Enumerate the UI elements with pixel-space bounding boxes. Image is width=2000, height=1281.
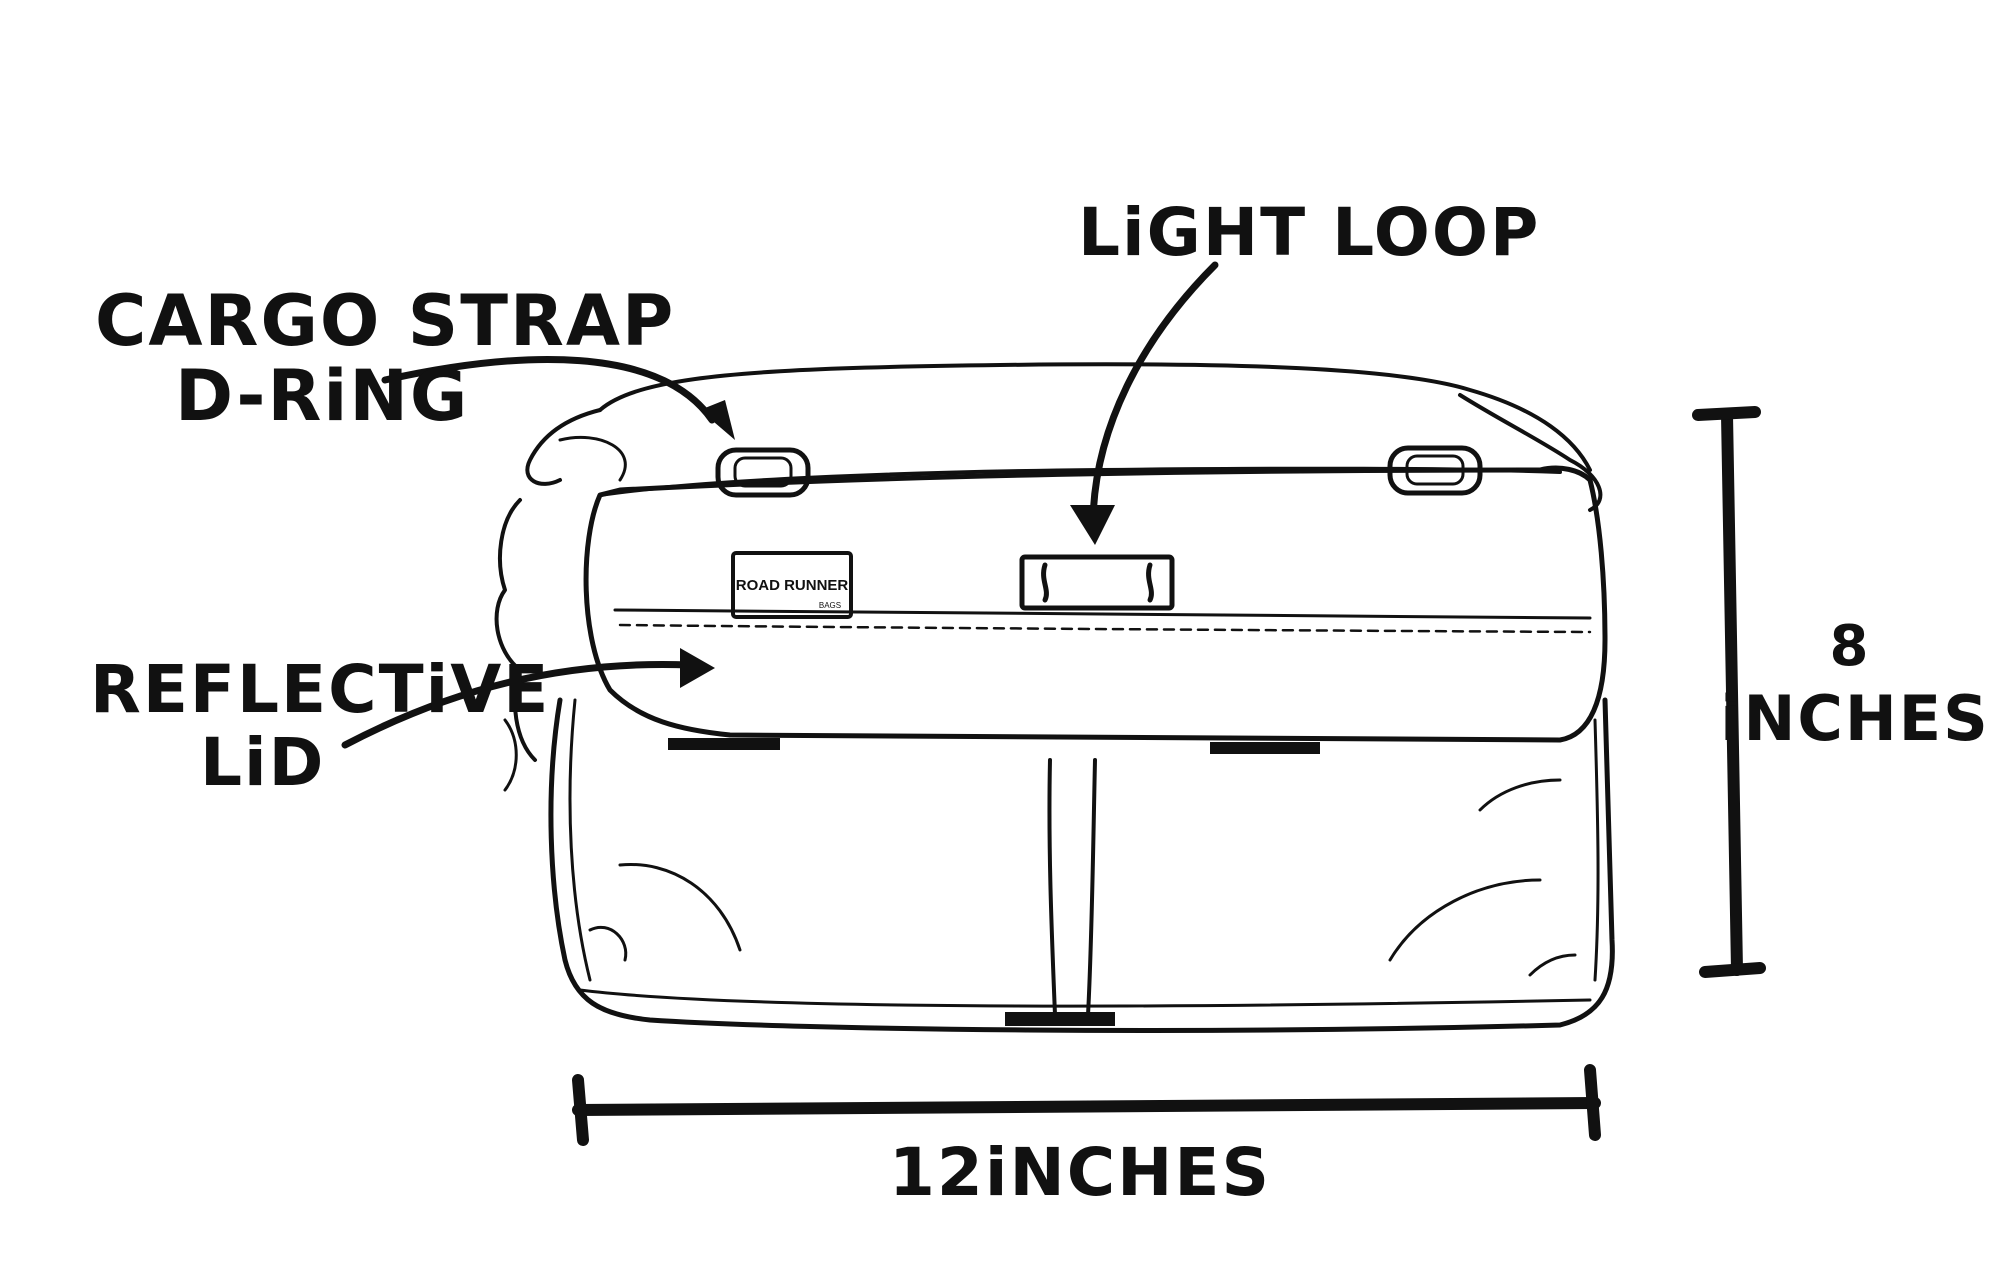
width-dimension-bar [572,1064,1601,1146]
d-ring-left [715,447,811,498]
center-seam [1047,758,1057,1017]
label-height-value: 8 [1830,614,1871,679]
bag-illustration [494,362,1615,1033]
arrow-cargo-strap [381,356,735,440]
label-width: 12iNCHES [889,1134,1271,1211]
brand-tag-sub: BAGS [819,601,841,610]
label-reflective-line2: LiD [200,724,325,801]
brand-tag: ROAD RUNNER BAGS [731,551,853,619]
lid-outline [583,465,1608,743]
bag-left-roll [525,408,602,486]
label-light-loop: LiGHT LOOP [1078,194,1540,271]
label-height-unit: iNCHES [1720,682,1990,755]
label-cargo-strap-line1: CARGO STRAP [95,280,675,362]
bag-right-roll [1458,393,1603,512]
label-cargo-strap-line2: D-RiNG [175,355,469,437]
light-loop-patch [1019,554,1175,611]
arrow-reflective-lid [341,648,715,749]
d-ring-right [1387,445,1483,496]
brand-tag-name: ROAD RUNNER [736,577,849,594]
bag-top-outline [598,362,1592,472]
height-dimension-bar [1692,406,1766,978]
label-reflective-line1: REFLECTiVE [90,651,550,728]
bag-body-outline [548,697,1615,1033]
arrow-light-loop [1070,261,1219,545]
left-side-buckle [494,498,537,762]
